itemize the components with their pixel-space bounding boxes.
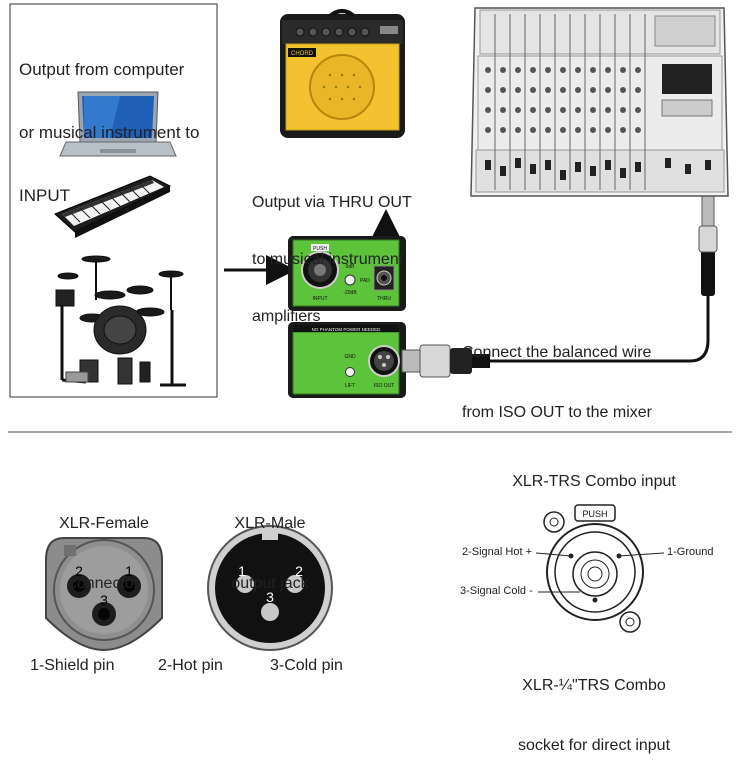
xlr-male-title-line1: XLR-Male [234,515,306,532]
xlr-female-title: XLR-Female connector [34,474,174,614]
di-iso-label: ISO OUT [374,383,395,389]
female-pin-3: 3 [100,592,108,608]
xlr-cable-to-mixer [401,195,718,378]
male-pin-3: 3 [266,589,274,605]
di-lift-label: LIFT [345,383,355,389]
drum-kit-icon [55,255,186,387]
male-pin-1: 1 [238,563,246,579]
xlr-female-title-line1: XLR-Female [59,515,149,532]
pin-legend-1: 1-Shield pin [30,657,115,674]
di-box-top-panel: PUSH INPUT 0dB PAD -20dB THRU [288,236,406,311]
mixer-channel-strips [494,14,646,190]
di-pad-value: -20dB [343,290,357,296]
amp-knobs [295,27,370,37]
xlr-male-jack: 1 2 3 [207,525,333,651]
male-pin-2: 2 [295,563,303,579]
pin-legend-3: 3-Cold pin [270,657,343,674]
balanced-caption: Connect the balanced wire from ISO OUT t… [462,303,652,443]
mixer-knobs [485,67,641,133]
keyboard-icon [54,175,172,238]
source-caption-line1: Output from computer [19,60,185,79]
source-caption-line2: or musical instrument to [19,123,200,142]
amp-badge: CHORD [291,51,314,57]
di-thru-label: THRU [377,296,391,302]
balanced-caption-line1: Connect the balanced wire [462,344,652,361]
di-gnd-label: GND [344,354,356,360]
guitar-amplifier: CHORD [280,9,405,138]
female-pin-1: 1 [125,563,133,579]
laptop-icon [59,91,177,157]
female-pin-2: 2 [75,563,83,579]
di-switch-label: 0dB [346,264,356,270]
xlr-trs-combo-socket: PUSH [535,504,665,633]
audio-mixer [470,7,729,197]
thru-caption: Output via THRU OUT to musical instrumen… [252,155,412,345]
combo-cold-label: 3-Signal Cold - [460,585,533,597]
source-caption: Output from computer or musical instrume… [19,17,199,227]
combo-title: XLR-TRS Combo input [512,473,676,490]
xlr-male-title: XLR-Male output jack [200,474,340,614]
balanced-caption-line2: from ISO OUT to the mixer [462,404,652,421]
thru-caption-line2: to musical instrument [252,251,404,268]
combo-hot-label: 2-Signal Hot + [462,546,533,558]
combo-caption-line2: socket for direct input [517,737,671,754]
di-input-label: INPUT [313,296,328,302]
pin-legend-2: 2-Hot pin [158,657,223,674]
combo-caption-line1: XLR-¼"TRS Combo [522,677,666,694]
xlr-male-title-line2: output jack [231,575,309,592]
diagram-canvas: CHORD PUSH INPUT 0dB PAD -20dB THRU NO P… [8,3,732,652]
di-push-label: PUSH [313,246,327,252]
combo-push-label: PUSH [582,509,607,519]
di-phantom-banner: NO PHANTOM POWER NEEDED [312,327,381,332]
di-pad-label: PAD [360,278,370,284]
di-box-bottom-panel: NO PHANTOM POWER NEEDED GND LIFT ISO OUT [288,322,406,398]
xlr-female-connector: 2 1 3 [45,537,163,652]
combo-caption: XLR-¼"TRS Combo socket for direct input [484,636,704,776]
mixer-faders [485,158,711,180]
combo-ground-label: 1-Ground [667,546,714,558]
thru-caption-line1: Output via THRU OUT [252,194,412,211]
source-caption-line3: INPUT [19,186,70,205]
amp-speaker-grille-dots [322,73,362,101]
mixer-display [662,64,712,94]
xlr-female-title-line2: connector [68,575,140,592]
thru-caption-line3: amplifiers [252,308,321,325]
